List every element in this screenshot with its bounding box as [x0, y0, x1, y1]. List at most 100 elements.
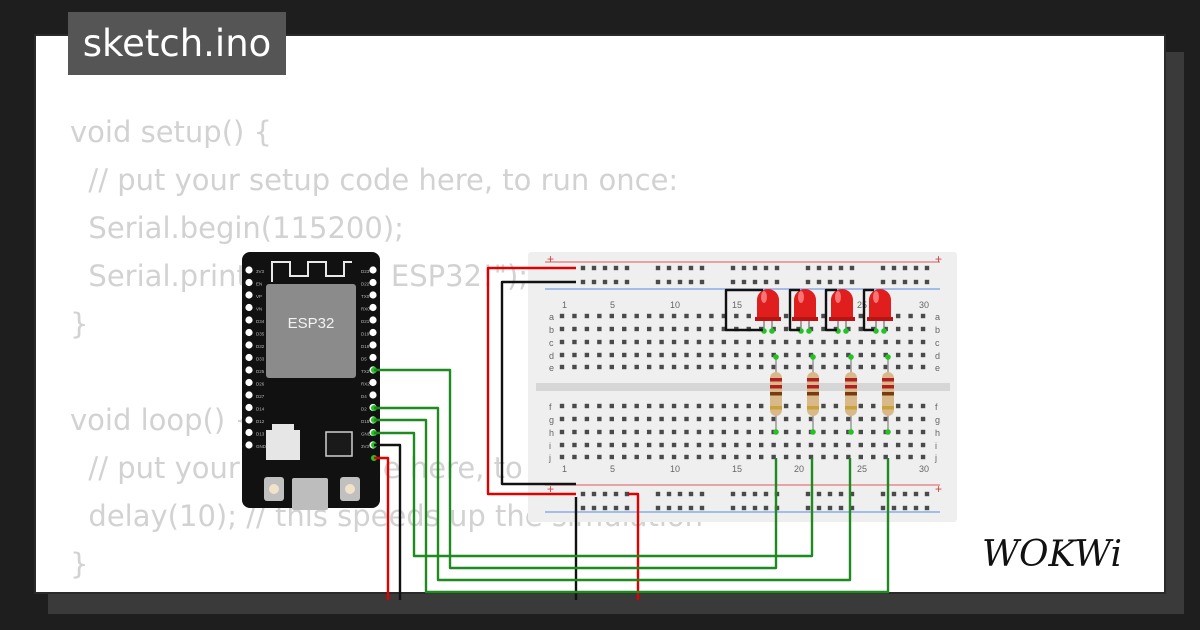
hole [684, 454, 689, 460]
hole [796, 416, 801, 422]
wire-green-led2[interactable] [374, 431, 814, 558]
esp32-pin-left[interactable] [245, 291, 253, 299]
rail-hole [602, 265, 608, 271]
hole [659, 403, 664, 409]
esp32-pin-right[interactable] [369, 266, 377, 274]
wire-black-gnd[interactable] [374, 443, 402, 600]
esp32-pin-left[interactable] [245, 378, 253, 387]
esp32-pin-left[interactable] [245, 391, 253, 399]
wire-red-3v3[interactable] [374, 456, 390, 600]
wire-green-led1[interactable] [374, 368, 778, 570]
esp32-pin-right[interactable] [369, 391, 377, 399]
esp32-pin-left[interactable] [245, 328, 253, 337]
rail-hole [666, 505, 672, 511]
rail-hole [880, 505, 886, 511]
led-rim [755, 317, 781, 321]
rail-hole [816, 279, 822, 285]
hole [696, 339, 702, 345]
esp32-pin-right[interactable] [369, 353, 377, 362]
wire-black-led3-gnd[interactable] [824, 288, 837, 332]
pin-label: RX2 [361, 382, 370, 387]
esp32-pin-left[interactable] [245, 416, 253, 424]
esp32-pin-right[interactable] [369, 341, 377, 349]
esp32-pin-left[interactable] [245, 441, 253, 449]
wire-green-led4[interactable] [374, 418, 890, 594]
resistor[interactable] [807, 354, 819, 435]
wire-black-ground-rail[interactable] [500, 280, 576, 486]
hole [833, 416, 839, 422]
rail-hole [655, 505, 661, 511]
resistors [770, 354, 894, 435]
esp32-board[interactable]: ESP32 3V3ENVPVND34D35D32D33D25D26D27D14D… [242, 252, 380, 510]
esp32-pin-right[interactable] [369, 378, 377, 387]
resistor[interactable] [882, 354, 894, 435]
hole [622, 352, 627, 358]
red-led[interactable] [829, 289, 855, 334]
hole [759, 403, 764, 409]
rail-hole [902, 265, 908, 271]
wokwi-logo: WOKWi [982, 534, 1122, 575]
esp32-pin-left[interactable] [245, 366, 253, 374]
wire-green-led3[interactable] [374, 406, 852, 582]
rail-hole [730, 265, 736, 271]
esp32-pin-left[interactable] [245, 266, 253, 274]
rail-hole [699, 279, 705, 285]
rail-hole [913, 491, 919, 497]
hole [895, 416, 901, 422]
hole [821, 326, 826, 332]
esp32-pin-left[interactable] [245, 341, 253, 349]
esp32-pin-left[interactable] [245, 278, 253, 287]
resistor[interactable] [770, 354, 782, 435]
reset-button-cap[interactable] [345, 484, 355, 494]
rail-hole [602, 505, 608, 511]
rail-hole [891, 505, 897, 511]
rail-hole [730, 505, 736, 511]
wire-black-led4-gnd[interactable] [862, 288, 874, 332]
rail-hole [763, 491, 769, 497]
esp32-pin-left[interactable] [245, 303, 253, 312]
hole [858, 429, 863, 435]
rail-hole [602, 491, 608, 497]
resistor[interactable] [845, 354, 857, 435]
wire-red-power-rail[interactable] [486, 266, 576, 496]
esp32-pin-left[interactable] [245, 353, 253, 362]
wire-black-led2-gnd[interactable] [788, 288, 800, 332]
file-tab[interactable]: sketch.ino [68, 12, 286, 75]
rail-hole [666, 491, 672, 497]
hole [833, 403, 839, 409]
hole [559, 429, 565, 435]
wire-black-led1-gnd[interactable] [724, 288, 763, 332]
hole [597, 313, 602, 319]
esp32-pin-left[interactable] [245, 316, 253, 324]
esp32-chip [266, 284, 356, 378]
col-number: 10 [670, 300, 680, 310]
boot-button-cap[interactable] [269, 484, 279, 494]
esp32-pin-left[interactable] [245, 428, 253, 437]
resistor-band [807, 378, 819, 382]
red-led[interactable] [867, 289, 893, 334]
hole [808, 326, 814, 332]
rail-hole [838, 265, 844, 271]
rail-hole [913, 265, 919, 271]
hole [796, 454, 801, 460]
hole [783, 454, 789, 460]
hole [584, 416, 590, 422]
resistor-band [882, 385, 894, 389]
led-pin-indicator [769, 328, 775, 334]
esp32-pin-right[interactable] [369, 328, 377, 337]
row-letter: a [935, 312, 940, 322]
pin-label: D14 [256, 407, 265, 412]
wire-red-rail-out[interactable] [628, 492, 640, 600]
hole [646, 313, 652, 319]
esp32-pin-right[interactable] [369, 291, 377, 299]
hole [721, 442, 727, 448]
esp32-pin-right[interactable] [369, 316, 377, 324]
rail-hole [752, 505, 758, 511]
hole [908, 429, 913, 435]
hole [572, 429, 577, 435]
esp32-pin-right[interactable] [369, 278, 377, 287]
esp32-pin-right[interactable] [369, 303, 377, 312]
rail-hole [924, 505, 930, 511]
esp32-pin-left[interactable] [245, 403, 253, 412]
